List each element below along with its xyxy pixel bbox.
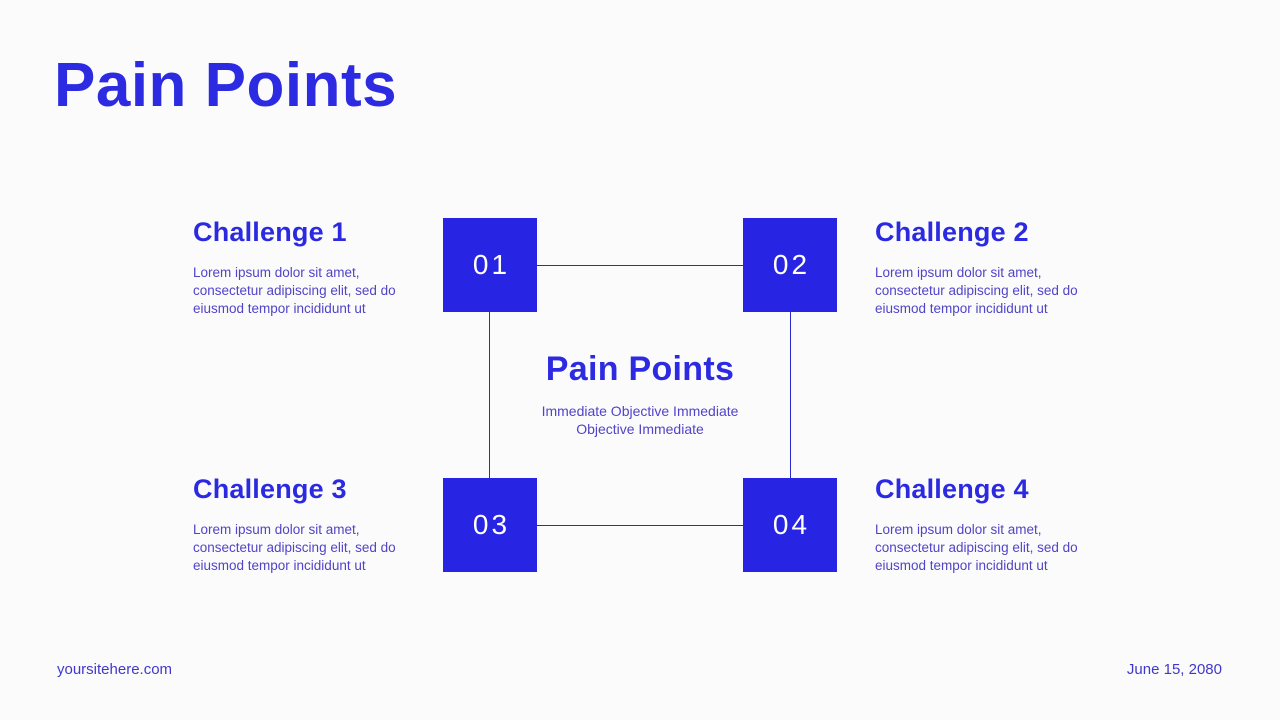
challenge-1-title: Challenge 1 [193, 217, 347, 247]
diagram-center-subtitle: Immediate Objective Immediate Objective … [541, 403, 739, 437]
number-square-02: 02 [743, 218, 837, 312]
challenge-4-block: Challenge 4 Lorem ipsum dolor sit amet, … [875, 474, 1115, 575]
challenge-2-description: Lorem ipsum dolor sit amet, consectetur … [875, 265, 1078, 316]
connector-line-right [790, 312, 791, 478]
number-square-04: 04 [743, 478, 837, 572]
footer-date: June 15, 2080 [1126, 661, 1222, 678]
challenge-3-description: Lorem ipsum dolor sit amet, consectetur … [193, 522, 396, 573]
footer-website: yoursitehere.com [57, 661, 173, 678]
challenge-1-description: Lorem ipsum dolor sit amet, consectetur … [193, 265, 396, 316]
challenge-4-title: Challenge 4 [875, 474, 1029, 504]
challenge-2-block: Challenge 2 Lorem ipsum dolor sit amet, … [875, 217, 1115, 318]
challenge-1-block: Challenge 1 Lorem ipsum dolor sit amet, … [193, 217, 433, 318]
number-03-label: 03 [472, 509, 511, 540]
number-square-01: 01 [443, 218, 537, 312]
challenge-4-description: Lorem ipsum dolor sit amet, consectetur … [875, 522, 1078, 573]
connector-line-left [489, 312, 490, 478]
connector-line-bottom [537, 525, 743, 526]
challenge-2-title: Challenge 2 [875, 217, 1029, 247]
challenge-3-block: Challenge 3 Lorem ipsum dolor sit amet, … [193, 474, 433, 575]
challenge-3-title: Challenge 3 [193, 474, 347, 504]
number-02-label: 02 [772, 249, 811, 280]
number-square-03: 03 [443, 478, 537, 572]
page-title: Pain Points [54, 51, 398, 120]
number-04-label: 04 [772, 509, 811, 540]
number-01-label: 01 [472, 249, 511, 280]
diagram-center-title: Pain Points [545, 350, 735, 388]
connector-line-top [537, 265, 743, 266]
